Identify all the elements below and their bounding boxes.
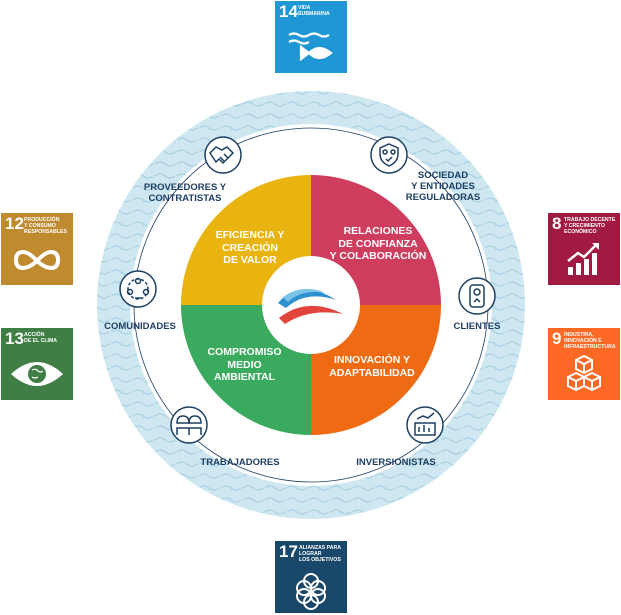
sdg-13-number: 13 xyxy=(5,329,24,348)
company-logo-icon xyxy=(278,288,343,324)
stakeholder-inversionistas: INVERSIONISTAS xyxy=(356,457,436,468)
eye-globe-icon xyxy=(11,362,63,386)
sdg-12-number: 12 xyxy=(5,214,24,233)
shield-people-icon xyxy=(370,136,408,174)
community-network-icon xyxy=(119,270,157,308)
center-circle xyxy=(262,256,360,354)
sdg-8-number: 8 xyxy=(552,214,562,233)
rings-icon xyxy=(296,573,326,610)
customer-badge-icon xyxy=(458,277,496,315)
infinity-icon xyxy=(13,249,61,271)
sdg-9-number: 9 xyxy=(552,329,562,348)
fish-icon xyxy=(288,32,333,62)
cubes-icon xyxy=(567,354,601,392)
stakeholder-trabajadores: TRABAJADORES xyxy=(200,457,280,468)
stakeholder-clientes: CLIENTES xyxy=(453,321,501,332)
growth-chart-icon xyxy=(567,243,599,275)
workers-icon xyxy=(170,406,208,444)
sdg-17-number: 17 xyxy=(279,542,298,561)
investment-chart-icon xyxy=(406,406,444,444)
handshake-icon xyxy=(204,136,242,174)
sdg-14-number: 14 xyxy=(279,2,298,21)
stakeholder-comunidades: COMUNIDADES xyxy=(104,321,176,332)
